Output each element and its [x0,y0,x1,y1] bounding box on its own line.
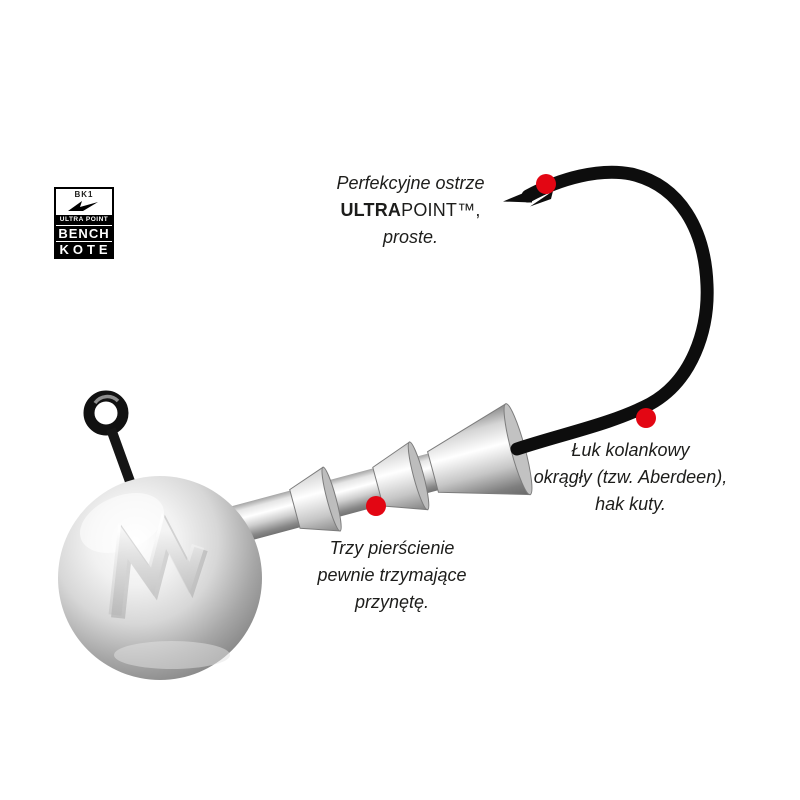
annotation-hook-point: Perfekcyjne ostrze ULTRAPOINT™, proste. [283,170,538,251]
annotation-line: pewnie trzymające [317,565,467,585]
annotation-keeper-rings: Trzy pierścienie pewnie trzymające przyn… [272,535,512,616]
brand-emboss-mark [108,513,208,619]
bench-kote-badge: BK1 ULTRA POINT BENCH KOTE [54,187,114,259]
hook-bend-wire [510,165,714,456]
annotation-brand-line: ULTRAPOINT™, [283,197,538,224]
annotation-line: przynętę. [354,592,430,612]
annotation-line: okrągły (tzw. Aberdeen), [533,467,728,487]
annotation-hook-bend: Łuk kolankowy okrągły (tzw. Aberdeen), h… [503,437,758,518]
ball-head [58,476,262,680]
callout-dot-hook-bend [636,408,656,428]
badge-kote-label: KOTE [56,241,112,257]
annotation-line: Trzy pierścienie [329,538,455,558]
line-tie-eyelet [83,390,137,489]
annotation-line: Łuk kolankowy [571,440,690,460]
hook-point [503,189,532,203]
badge-code-label: BK1 [74,190,94,199]
annotation-line: hak kuty. [595,494,666,514]
badge-bench-label: BENCH [56,225,112,241]
callout-dot-keeper-rings [366,496,386,516]
badge-ultra-point-label: ULTRA POINT [56,214,112,225]
brand-rest-text: POINT™, [401,200,481,220]
hook [503,165,714,456]
annotation-line: proste. [382,227,439,247]
badge-top-panel: BK1 [56,189,112,214]
badge-arrow-emblem [68,201,98,211]
hook-barb [530,191,553,207]
annotation-line: Perfekcyjne ostrze [336,173,485,193]
callout-dot-hook-point [536,174,556,194]
brand-bold-text: ULTRA [340,200,402,220]
